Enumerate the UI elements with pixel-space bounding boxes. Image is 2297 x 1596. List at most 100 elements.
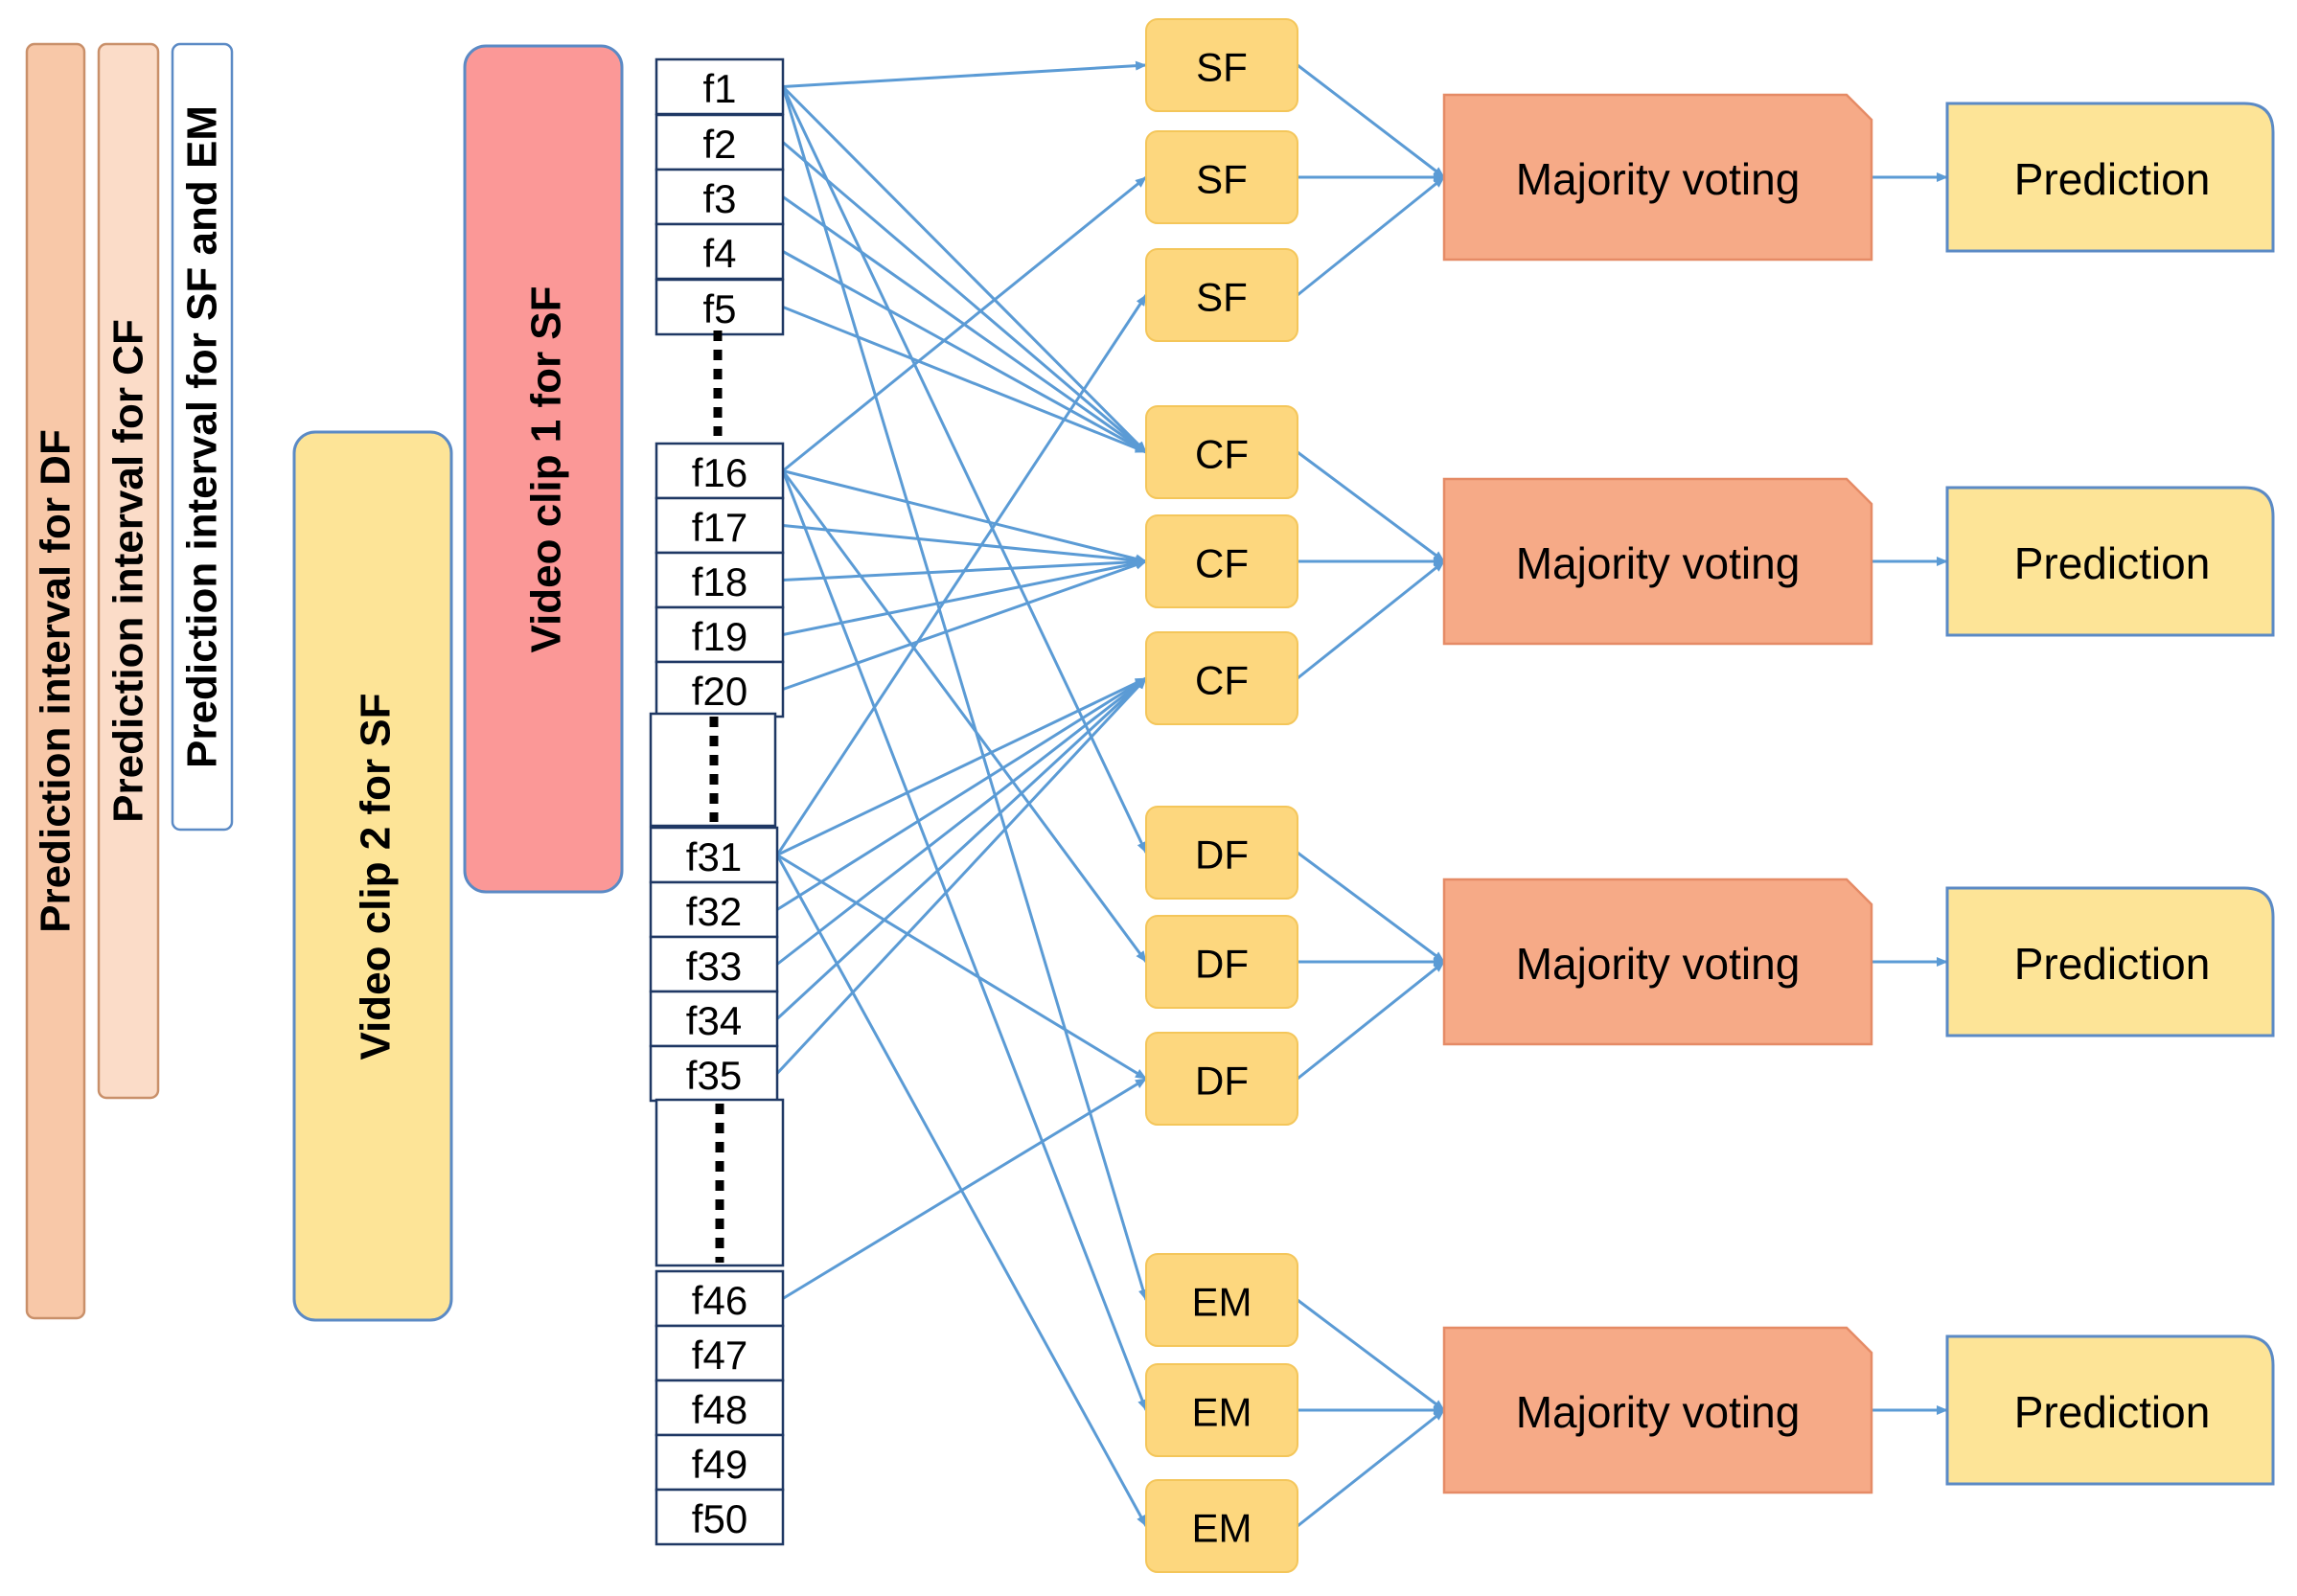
frame-label: f33 — [686, 944, 742, 989]
frame-label: f50 — [692, 1496, 747, 1541]
arrow — [776, 854, 1147, 1081]
frame-label: f19 — [692, 614, 747, 659]
classifier-label: SF — [1196, 45, 1248, 90]
arrow — [1297, 1298, 1445, 1412]
arrow — [775, 676, 1148, 1020]
prediction-label: Prediction — [2014, 154, 2211, 204]
classifier-cf: CF — [1145, 405, 1298, 499]
frame-label: f35 — [686, 1053, 742, 1098]
majority-voting-box: Majority voting — [1442, 477, 1873, 646]
connection-arrows — [775, 60, 1948, 1528]
arrow — [775, 294, 1148, 856]
classifier-em: EM — [1145, 1479, 1298, 1573]
classifier-label: DF — [1195, 942, 1249, 987]
prediction-label: Prediction — [2014, 1387, 2211, 1437]
arrow — [782, 559, 1147, 636]
frame-label: f1 — [702, 66, 736, 111]
arrow — [782, 60, 1147, 88]
frame-label: f46 — [692, 1278, 747, 1323]
prediction-label: Prediction — [2014, 939, 2211, 989]
classifier-sf: SF — [1145, 248, 1298, 342]
video-clip-1: Video clip 1 for SF — [463, 44, 624, 894]
frame-label: f3 — [702, 176, 736, 221]
majority-voting-box: Majority voting — [1442, 93, 1873, 262]
arrow — [781, 86, 1148, 1301]
frame-f4: f4 — [655, 222, 785, 281]
frame-f18: f18 — [655, 551, 785, 609]
arrow — [1297, 1408, 1445, 1528]
majority-voting-label: Majority voting — [1516, 939, 1801, 989]
classifier-cf: CF — [1145, 631, 1298, 725]
frame-label: f48 — [692, 1387, 747, 1432]
arrow — [776, 676, 1147, 856]
video-clip-1-label: Video clip 1 for SF — [523, 285, 570, 652]
arrow — [782, 141, 1147, 454]
prediction-box: Prediction — [1945, 486, 2275, 637]
arrow — [781, 469, 1148, 963]
interval-bar-cf-label: Prediction interval for CF — [105, 319, 152, 823]
classifier-cf: CF — [1145, 514, 1298, 608]
arrow — [782, 1077, 1147, 1300]
frame-label: f5 — [702, 286, 736, 331]
arrow — [1297, 559, 1445, 680]
classifier-df: DF — [1145, 806, 1298, 900]
frame-gap-2 — [649, 712, 777, 828]
interval-bar-cf: Prediction interval for CF — [97, 42, 160, 1100]
classifier-label: CF — [1195, 658, 1249, 703]
prediction-box: Prediction — [1945, 1334, 2275, 1486]
classifier-label: CF — [1195, 541, 1249, 586]
frame-f31: f31 — [649, 826, 779, 884]
arrow — [782, 306, 1147, 454]
arrow — [776, 676, 1147, 966]
arrow — [782, 469, 1147, 564]
arrow — [1297, 63, 1445, 179]
classifier-label: DF — [1195, 832, 1249, 878]
majority-voting-label: Majority voting — [1516, 538, 1801, 588]
arrow — [776, 676, 1147, 911]
classifier-em: EM — [1145, 1253, 1298, 1347]
classifier-em: EM — [1145, 1363, 1298, 1457]
classifier-df: DF — [1145, 1032, 1298, 1126]
video-clip-2: Video clip 2 for SF — [292, 430, 453, 1322]
frame-f17: f17 — [655, 496, 785, 555]
frame-f32: f32 — [649, 880, 779, 939]
arrow — [782, 524, 1147, 565]
frame-f48: f48 — [655, 1379, 785, 1437]
frame-f16: f16 — [655, 442, 785, 500]
classifier-label: EM — [1192, 1280, 1252, 1325]
majority-voting-label: Majority voting — [1516, 154, 1801, 204]
arrow — [1297, 175, 1445, 297]
majority-voting-label: Majority voting — [1516, 1387, 1801, 1437]
frame-label: f4 — [702, 231, 736, 276]
classifier-label: SF — [1196, 157, 1248, 202]
interval-bar-sf-em: Prediction interval for SF and EM — [171, 42, 234, 832]
interval-bar-df-label: Prediction interval for DF — [33, 429, 80, 933]
arrow — [782, 559, 1147, 691]
arrow — [1297, 851, 1445, 964]
video-clip-2-label: Video clip 2 for SF — [353, 693, 400, 1060]
arrow — [782, 250, 1147, 454]
arrow — [1297, 960, 1445, 1081]
frame-label: f34 — [686, 998, 742, 1043]
classifier-label: SF — [1196, 275, 1248, 320]
frame-f33: f33 — [649, 935, 779, 993]
arrow — [775, 676, 1148, 1075]
frame-f49: f49 — [655, 1433, 785, 1492]
frame-column: f1f2f3f4f5f16f17f18f19f20f31f32f33f34f35… — [649, 57, 785, 1546]
classifier-label: CF — [1195, 432, 1249, 477]
prediction-box: Prediction — [1945, 102, 2275, 253]
frame-gap-3 — [655, 1098, 785, 1267]
frame-label: f47 — [692, 1333, 747, 1378]
frame-f34: f34 — [649, 990, 779, 1048]
classifier-label: EM — [1192, 1390, 1252, 1435]
frame-label: f16 — [692, 450, 747, 495]
classifier-label: EM — [1192, 1506, 1252, 1551]
classifier-column: SF SF SF CF CF CF DF DF DF EM EM EM — [1145, 18, 1298, 1573]
frame-label: f32 — [686, 889, 742, 934]
frame-f1: f1 — [655, 57, 785, 116]
frame-f2: f2 — [655, 113, 785, 171]
frame-f47: f47 — [655, 1324, 785, 1382]
frame-label: f31 — [686, 834, 742, 879]
